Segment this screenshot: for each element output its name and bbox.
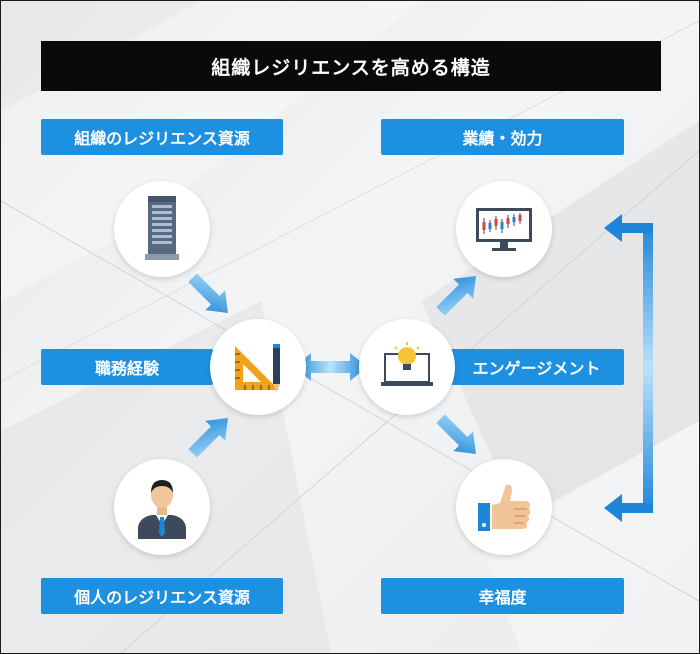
individual-resources-node (114, 459, 210, 555)
diagram-title: 組織レジリエンスを高める構造 (41, 41, 661, 91)
engagement-node (359, 319, 455, 415)
ruler-pencil-icon (235, 344, 280, 392)
laptop-lightbulb-icon (381, 342, 433, 386)
label-engagement: エンゲージメント (449, 349, 624, 385)
performance-node (456, 181, 552, 277)
businessman-icon (138, 480, 186, 539)
happiness-node (456, 459, 552, 555)
stock-monitor-icon (476, 208, 532, 251)
label-work-experience: 職務経験 (41, 349, 213, 385)
label-performance: 業績・効力 (381, 119, 624, 155)
label-org-resources: 組織のレジリエンス資源 (41, 119, 283, 155)
label-individual-resources: 個人のレジリエンス資源 (41, 578, 283, 614)
label-happiness: 幸福度 (381, 578, 624, 614)
work-experience-node (210, 319, 306, 415)
org-resources-node (114, 181, 210, 277)
office-building-icon (145, 196, 179, 260)
thumbs-up-icon (478, 484, 531, 531)
